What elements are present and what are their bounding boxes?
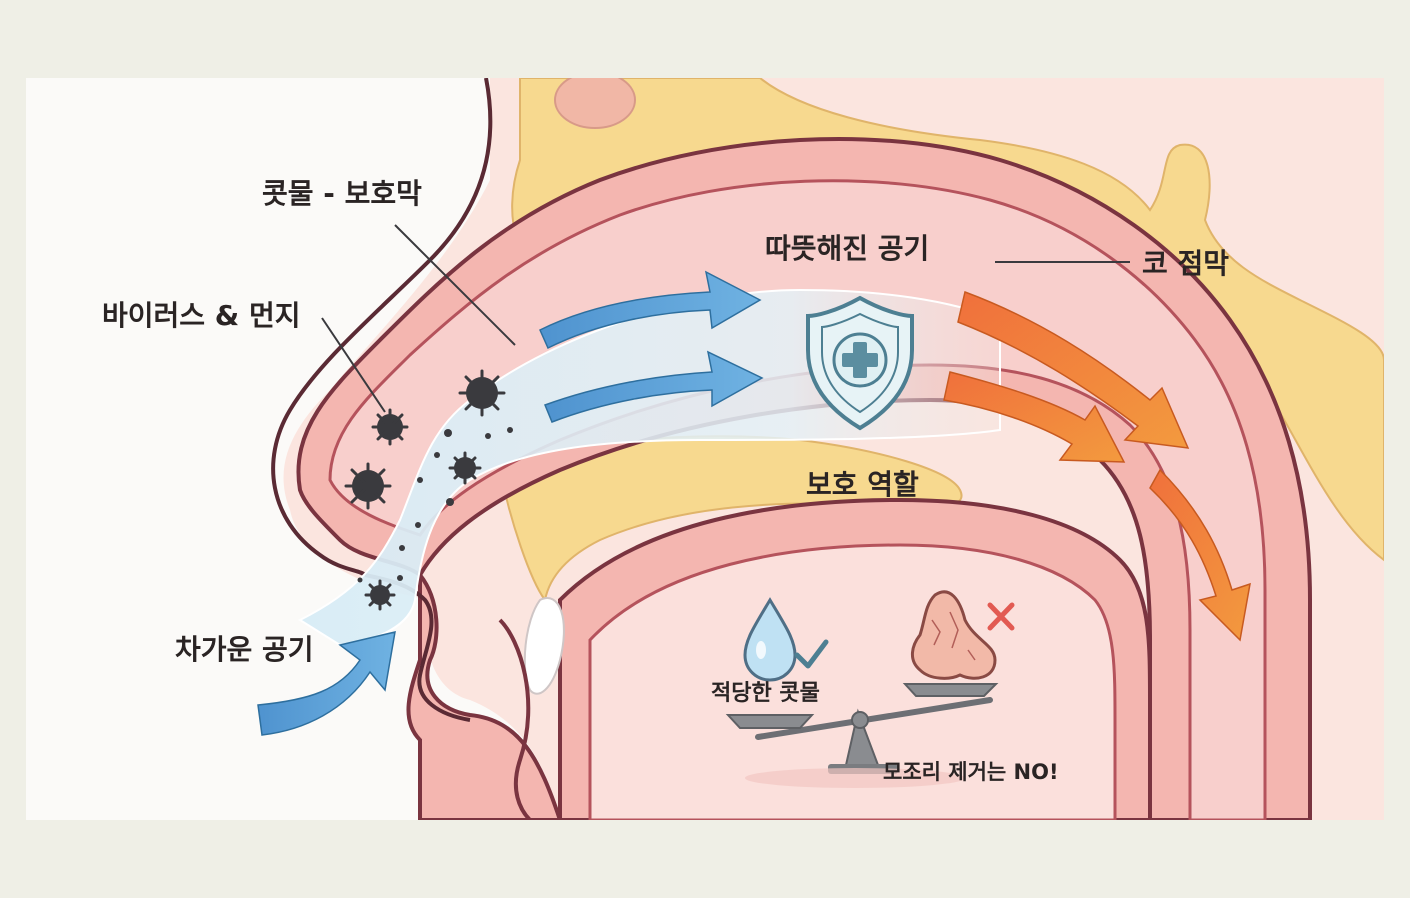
- label-mucus-membrane: 콧물 - 보호막: [262, 177, 422, 210]
- warm-air-arrow-1: [957, 290, 1190, 449]
- warm-air-arrow-3: [1149, 468, 1251, 642]
- cold-air-arrow-inlet: [257, 631, 396, 736]
- cold-air-arrow-upper: [539, 270, 762, 350]
- label-protective-role: 보호 역할: [806, 468, 919, 501]
- water-drop-icon: [743, 597, 797, 682]
- leader-lines: [321, 224, 1130, 772]
- label-no-removal: 모조리 제거는 NO!: [883, 760, 1059, 784]
- virus-spikes: [344, 369, 506, 611]
- label-warmed-air: 따뜻해진 공기: [765, 232, 929, 265]
- gum-curve: [498, 618, 532, 820]
- warm-air-arrow-2: [943, 371, 1126, 463]
- cold-air-arrow-lower: [544, 350, 764, 423]
- shield-plus-icon: [806, 295, 914, 431]
- dry-nose-icon: [911, 590, 997, 680]
- nose-outline: [271, 78, 493, 577]
- balance-scale-icon: [725, 683, 999, 788]
- label-virus-dust: 바이러스 & 먼지: [102, 299, 300, 332]
- label-proper-mucus: 적당한 콧물: [711, 681, 820, 706]
- nasal-bone-lump: [554, 78, 636, 129]
- label-nasal-mucosa: 코 점막: [1142, 247, 1229, 280]
- tooth: [523, 597, 565, 695]
- check-icon: [794, 639, 829, 669]
- oral-cavity: [588, 543, 1117, 820]
- x-icon: [987, 602, 1015, 631]
- label-cold-air: 차가운 공기: [175, 633, 314, 666]
